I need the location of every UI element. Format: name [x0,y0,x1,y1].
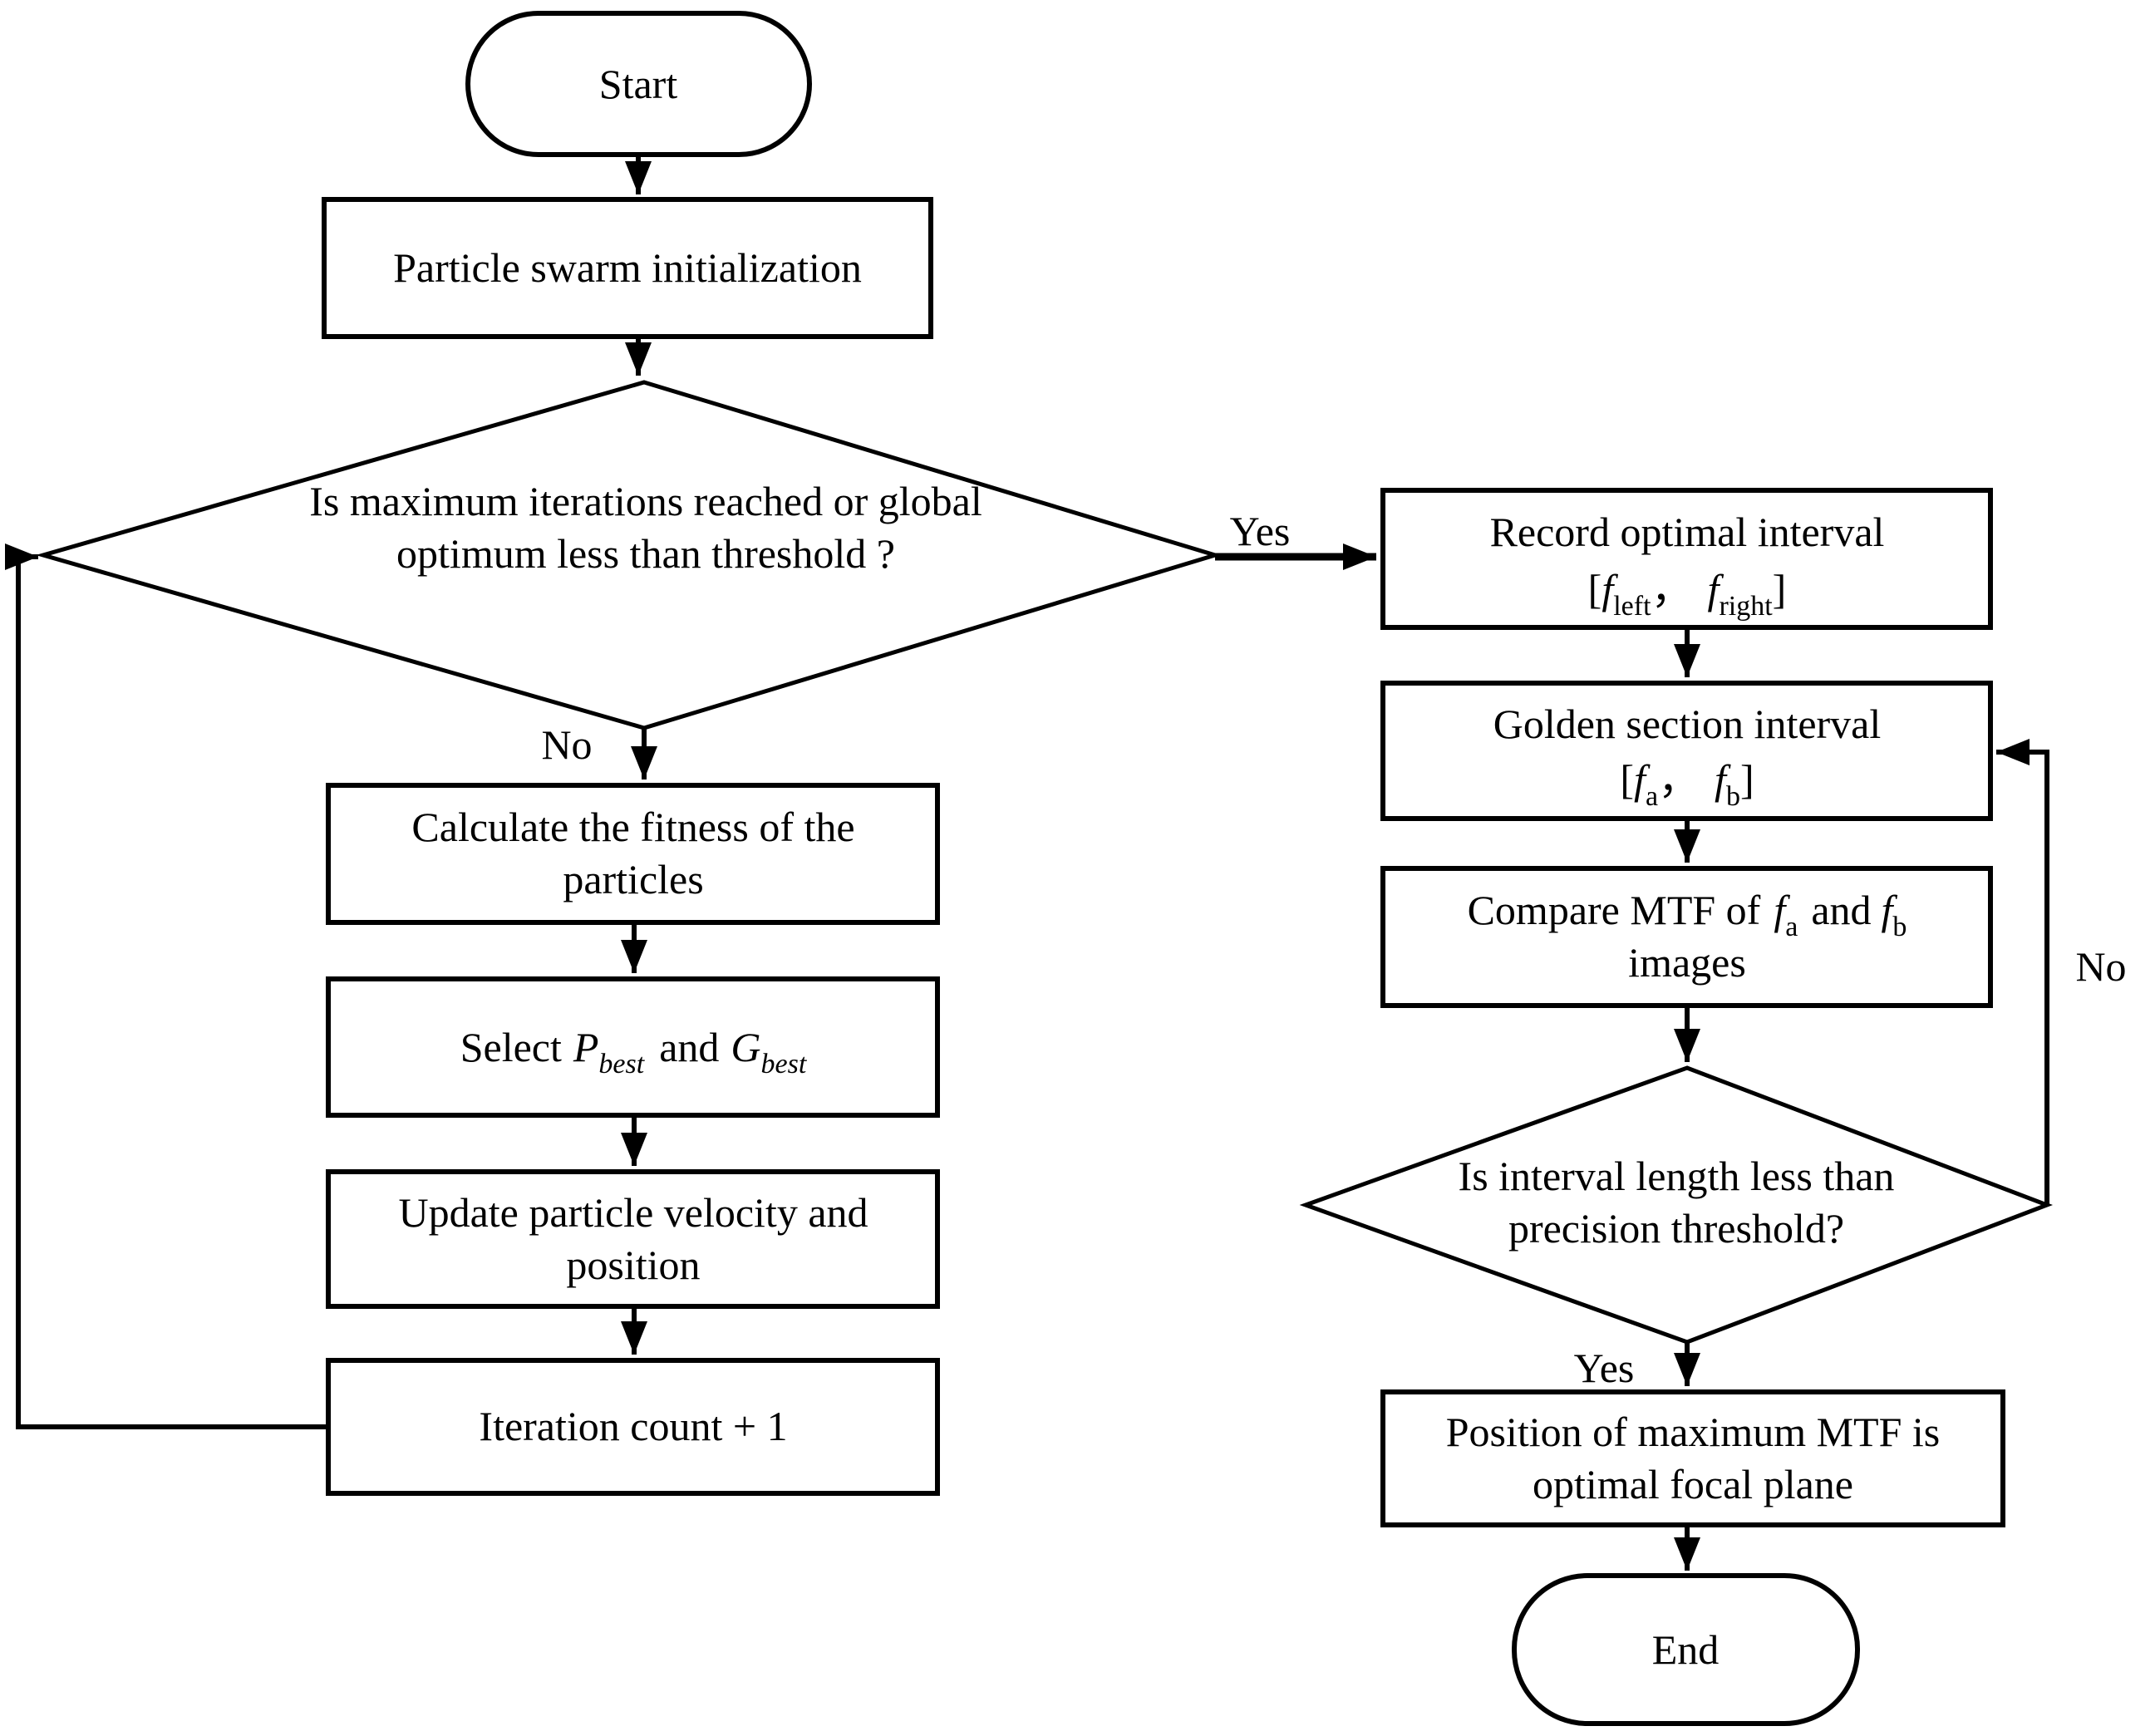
decision2-line1: Is interval length less than [1459,1153,1895,1199]
decision1-shape [35,380,1223,730]
decision1-line2: optimum less than threshold ? [396,530,895,577]
label-yes-decision1: Yes [1230,508,1291,554]
start-shape [465,11,812,157]
update-line1: Update particle velocity and [398,1189,868,1236]
decision1-node: Is maximum iterations reached or global … [35,380,1223,730]
update-line2: position [566,1242,700,1288]
position-line2: optimal focal plane [1533,1461,1853,1507]
decision2-node: Is interval length less than precision t… [1299,1065,2054,1345]
decision2-line2: precision threshold? [1508,1205,1844,1252]
init-label: Particle swarm initialization [393,244,862,291]
init-node: Particle swarm initialization [322,197,933,339]
position-node: Position of maximum MTF is optimal focal… [1380,1389,2005,1527]
end-label: End [1652,1626,1720,1673]
fitness-node: Calculate the fitness of the particles [326,783,940,925]
label-no-decision2: No [2075,943,2126,990]
end-shape [1512,1573,1860,1726]
start-node: Start [465,11,812,157]
iteration-shape [326,1358,940,1496]
fitness-shape [326,783,940,925]
golden-node: Golden section interval [fa，fb] [1380,681,1993,821]
iteration-label: Iteration count + 1 [479,1403,787,1449]
golden-shape [1380,681,1993,821]
edge-decision2-no-loop-to-golden [1996,739,2049,1205]
position-shape [1380,1389,2005,1527]
label-no-decision1: No [541,721,592,768]
position-line1: Position of maximum MTF is [1446,1409,1941,1455]
update-node: Update particle velocity and position [326,1169,940,1309]
iteration-node: Iteration count + 1 [326,1358,940,1496]
record-node: Record optimal interval [fleft，fright] [1380,488,1993,630]
record-shape [1380,488,1993,630]
fitness-line2: particles [563,856,703,902]
decision2-shape [1299,1065,2054,1345]
record-formula: [fleft，fright] [1588,566,1787,622]
golden-line1: Golden section interval [1493,701,1882,747]
golden-formula: [fa，fb] [1620,756,1754,812]
init-shape [322,197,933,339]
end-node: End [1512,1573,1860,1726]
edge-iteration-loop-to-decision1 [5,543,328,1429]
start-label: Start [599,61,678,107]
record-line1: Record optimal interval [1490,509,1885,555]
label-yes-decision2: Yes [1574,1345,1635,1391]
compare-shape [1380,866,1993,1008]
compare-line2: images [1628,939,1746,986]
decision1-line1: Is maximum iterations reached or global [309,478,982,524]
fitness-line1: Calculate the fitness of the [411,804,854,850]
select-shape [326,976,940,1118]
update-shape [326,1169,940,1309]
